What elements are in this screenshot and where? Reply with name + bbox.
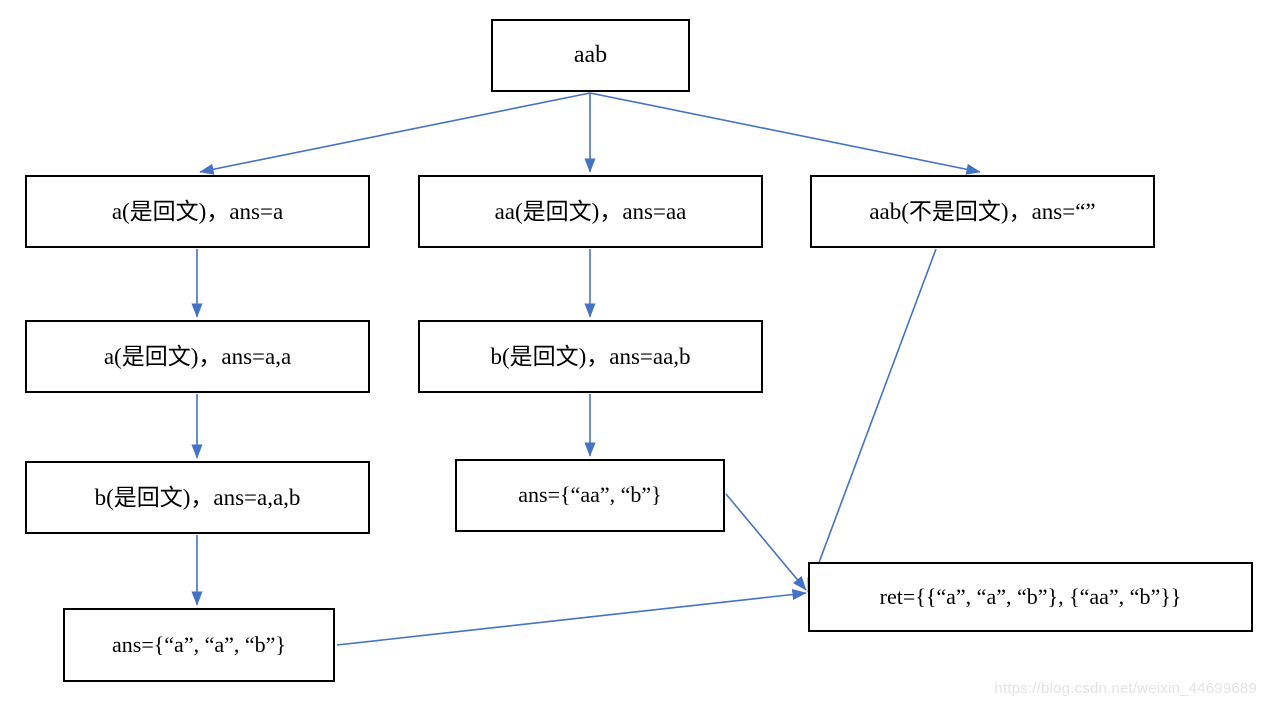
node-label: a(是回文)，ans=a [111,198,284,224]
node-root: aab [491,19,690,92]
node-label: ans={“aa”, “b”} [518,482,662,508]
node-result: ret={{“a”, “a”, “b”}, {“aa”, “b”}} [808,562,1253,632]
node-l1a: a(是回文)，ans=a [25,175,370,248]
node-l2b: b(是回文)，ans=aa,b [418,320,763,393]
edge-root-to-l1c [589,92,981,175]
edge-root-to-l1a [199,92,591,175]
node-l4a: ans={“a”, “a”, “b”} [63,608,335,682]
node-label: aa(是回文)，ans=aa [494,198,687,224]
node-label: b(是回文)，ans=a,a,b [94,484,301,510]
node-label: aab(不是回文)，ans=“” [869,198,1096,224]
node-l2a: a(是回文)，ans=a,a [25,320,370,393]
node-label: ret={{“a”, “a”, “b”}, {“aa”, “b”}} [879,583,1182,609]
node-label: ans={“a”, “a”, “b”} [112,631,286,657]
watermark-text: https://blog.csdn.net/weixin_44699689 [994,680,1257,697]
node-label: a(是回文)，ans=a,a [103,343,292,369]
node-l3b: ans={“aa”, “b”} [455,459,725,532]
edge-l3b-to-result [725,493,807,591]
node-l1c: aab(不是回文)，ans=“” [810,175,1155,248]
node-l1b: aa(是回文)，ans=aa [418,175,763,248]
node-label: aab [573,42,608,69]
edge-l1c-to-result [807,248,937,593]
node-l3a: b(是回文)，ans=a,a,b [25,461,370,534]
edge-l4a-to-result [336,588,807,646]
node-label: b(是回文)，ans=aa,b [490,343,691,369]
